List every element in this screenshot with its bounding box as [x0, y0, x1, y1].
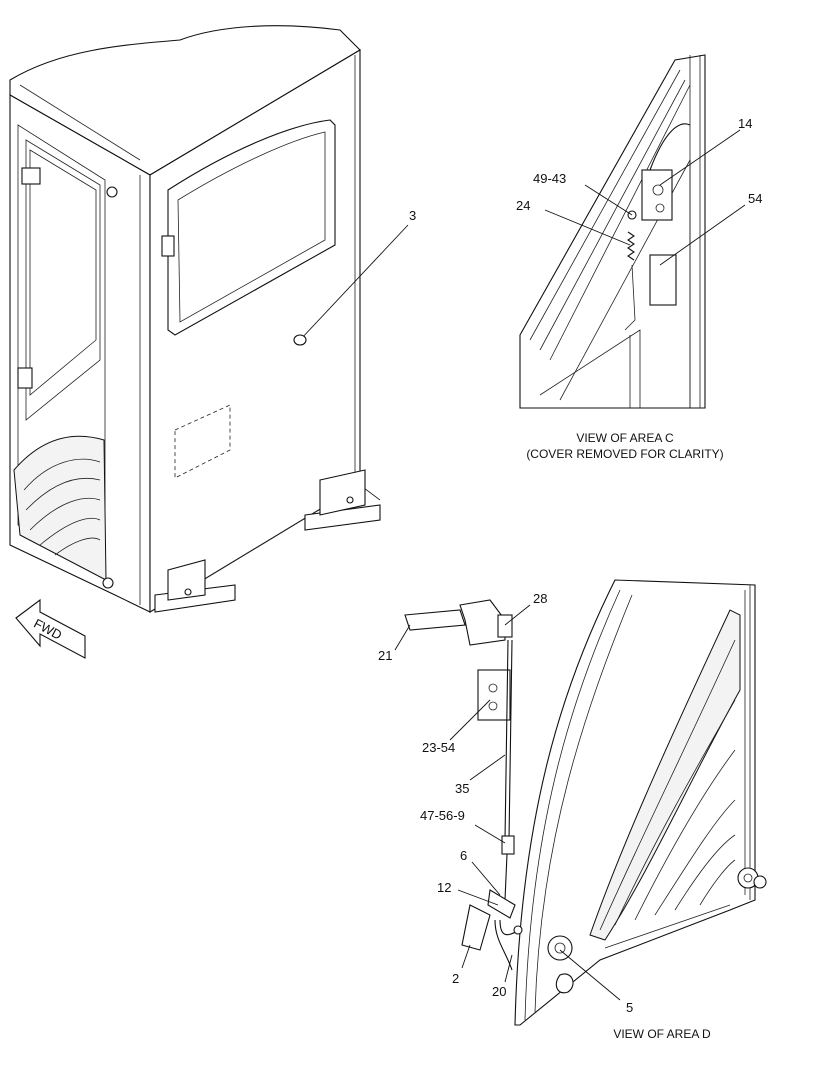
- callout-35: 35: [455, 781, 469, 796]
- leader-28: [504, 604, 531, 626]
- callout-2: 2: [452, 971, 459, 986]
- leader-2: [461, 944, 471, 969]
- leader-47-56-9: [474, 824, 506, 844]
- caption-view-c-1: VIEW OF AREA C: [576, 431, 674, 445]
- fwd-arrow: FWD: [15, 598, 86, 659]
- callout-54: 54: [748, 191, 762, 206]
- leader-14: [659, 129, 741, 186]
- leader-24: [544, 209, 631, 246]
- callout-12: 12: [437, 880, 451, 895]
- callout-24: 24: [516, 198, 530, 213]
- callout-28: 28: [533, 591, 547, 606]
- caption-view-c-2: (COVER REMOVED FOR CLARITY): [526, 447, 723, 461]
- caption-view-d: VIEW OF AREA D: [613, 1027, 711, 1041]
- callout-6: 6: [460, 848, 467, 863]
- view-area-c: [519, 54, 706, 409]
- callout-14: 14: [738, 116, 752, 131]
- callout-5: 5: [626, 1000, 633, 1015]
- cab-assembly: [9, 25, 381, 613]
- leader-35: [469, 754, 506, 781]
- leader-6: [471, 861, 501, 896]
- callout-23-54: 23-54: [422, 740, 455, 755]
- callout-47-56-9: 47-56-9: [420, 808, 465, 823]
- leader-23-54: [449, 699, 491, 741]
- callout-21: 21: [378, 648, 392, 663]
- view-area-d: [404, 579, 767, 1026]
- leader-54: [659, 204, 746, 266]
- leader-12: [457, 889, 499, 906]
- area-marker: [293, 334, 307, 346]
- leader-3: [299, 224, 409, 341]
- leader-21: [394, 624, 411, 651]
- leader-20: [504, 954, 513, 983]
- leader-5: [559, 949, 621, 1001]
- callout-3: 3: [409, 208, 416, 223]
- leader-49-43: [584, 184, 633, 216]
- callout-20: 20: [492, 984, 506, 999]
- callout-49-43: 49-43: [533, 171, 566, 186]
